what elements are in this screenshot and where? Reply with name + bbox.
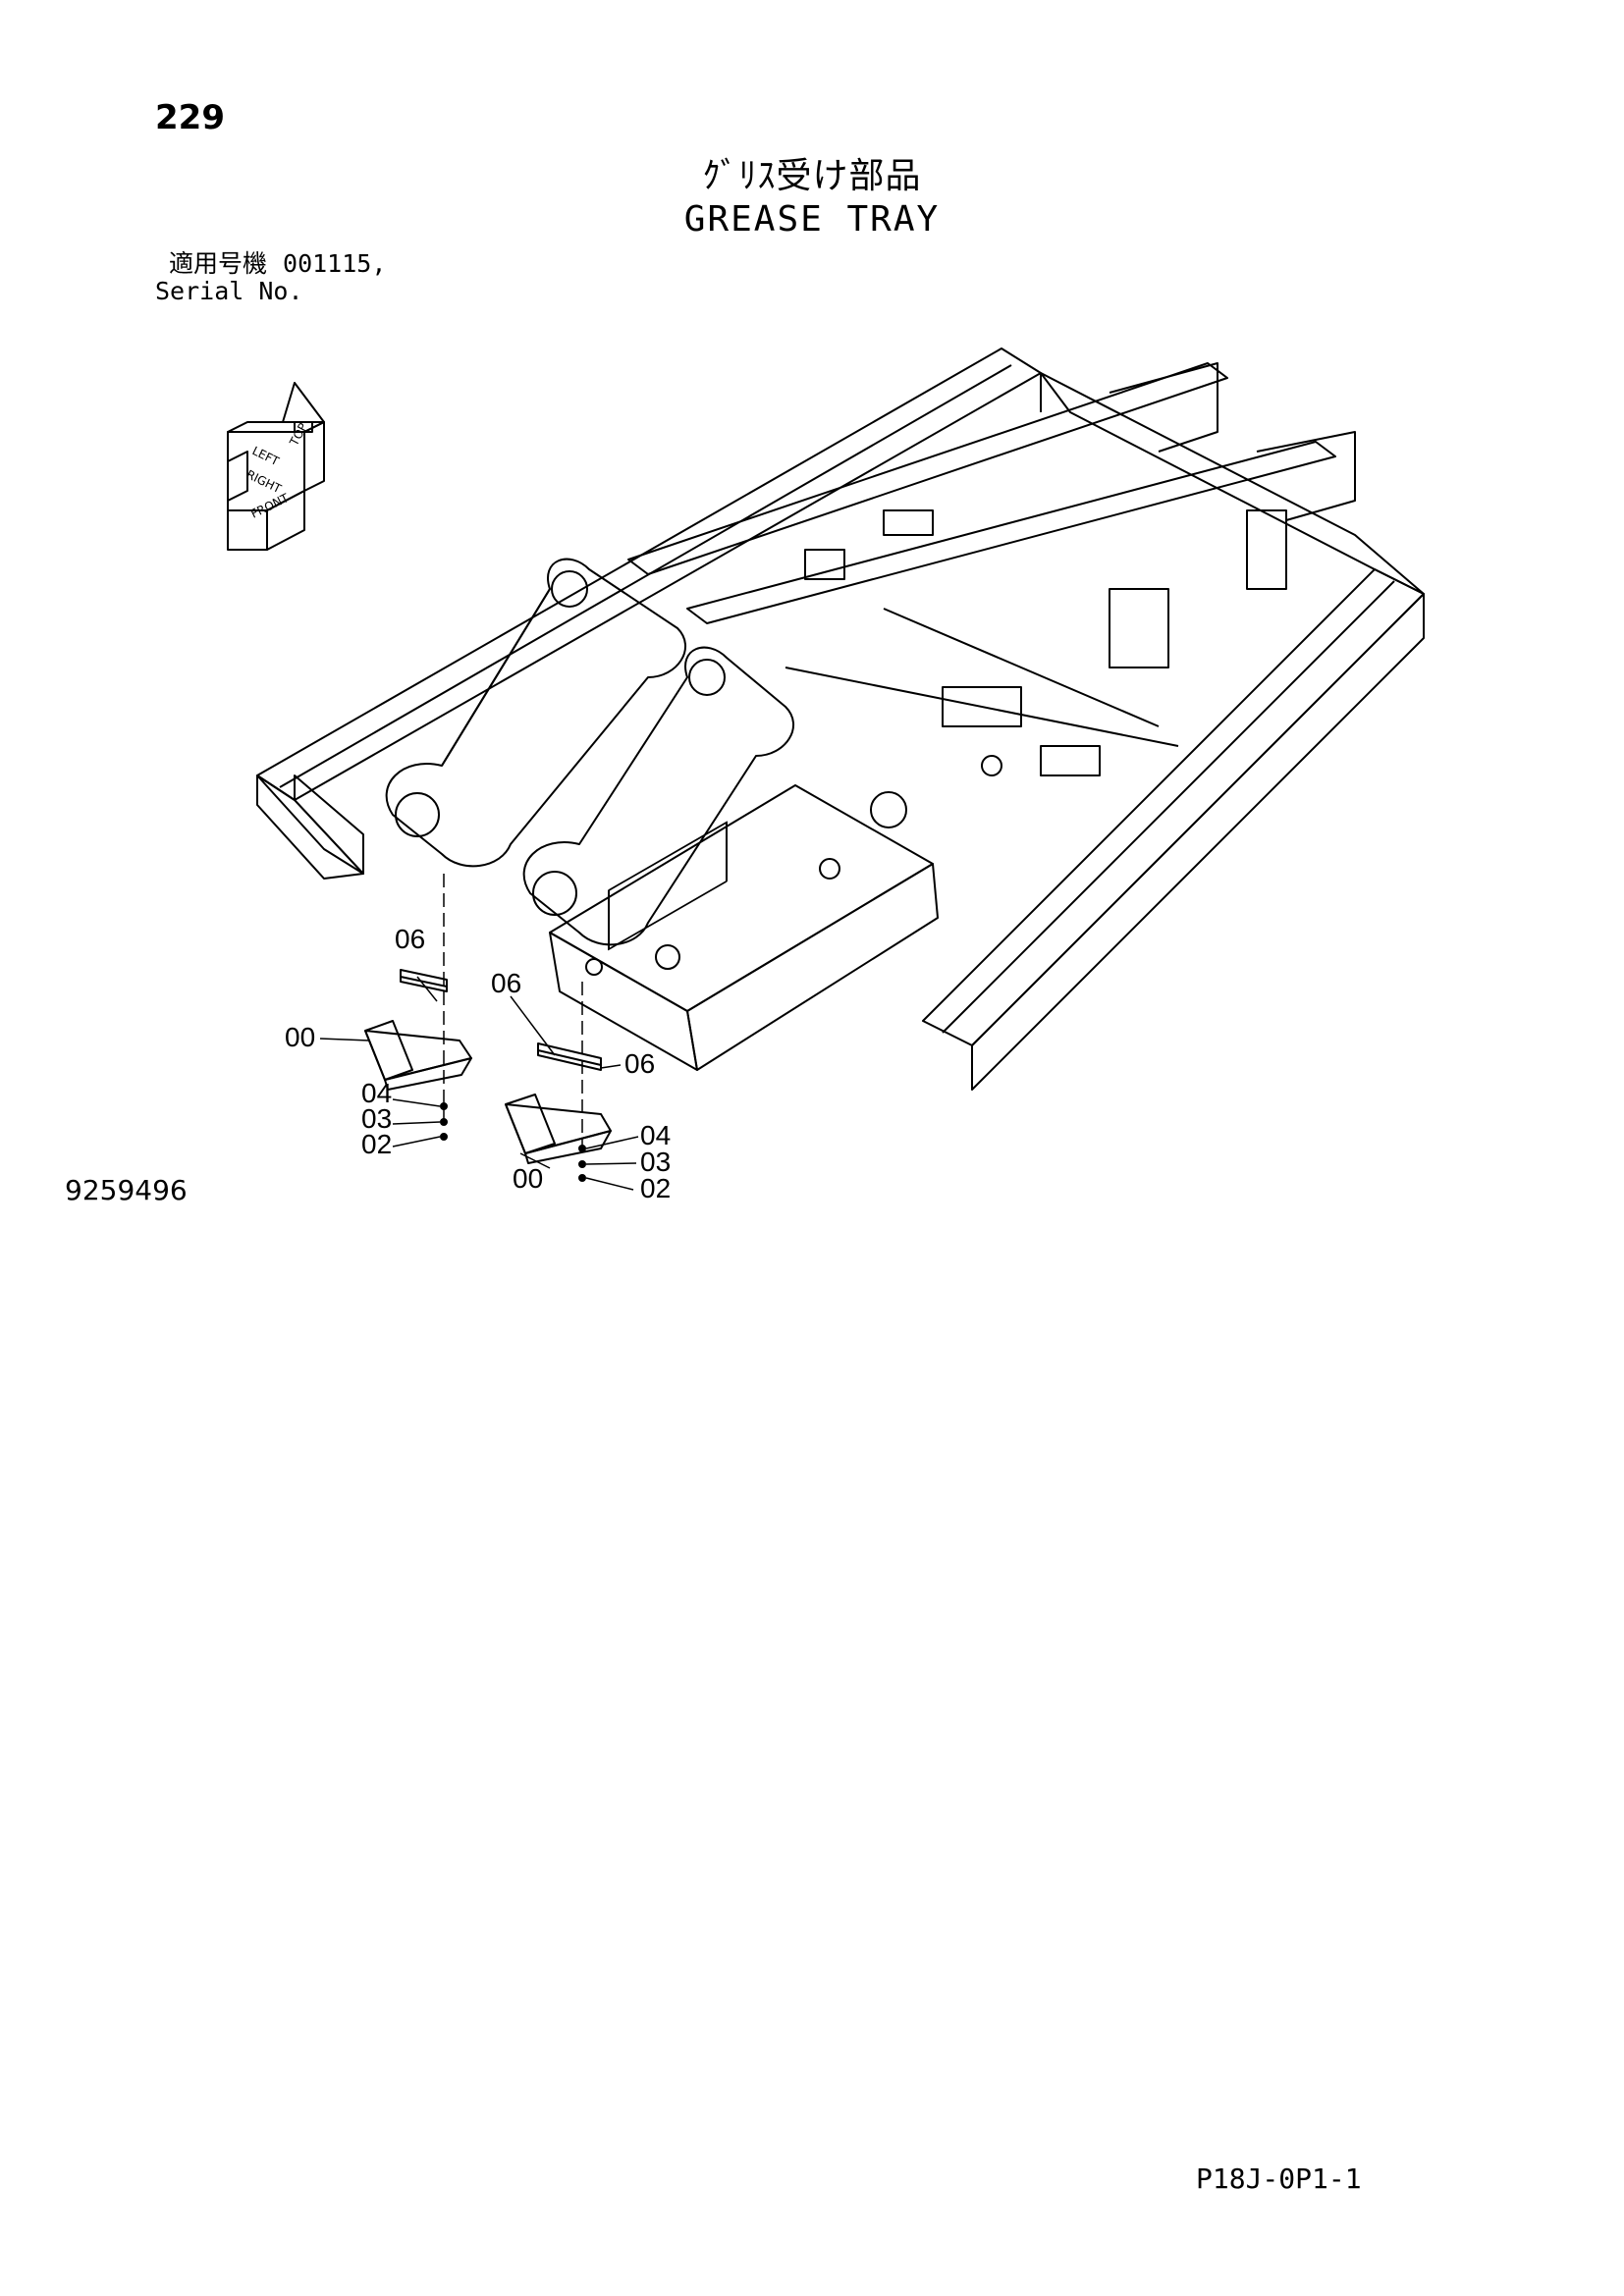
callout-02-left: 02	[361, 1129, 392, 1159]
grease-tray-right	[505, 1042, 612, 1182]
page-title-english: GREASE TRAY	[683, 199, 941, 240]
callout-06-left-bracket: 06	[395, 924, 425, 954]
drawing-number: 9259496	[65, 1174, 188, 1206]
boom-bracket-right	[522, 646, 795, 946]
grease-tray-left	[364, 969, 472, 1141]
callout-04-left: 04	[361, 1078, 392, 1108]
cube-top-label: TOP	[287, 421, 310, 450]
frame-rear-crossmember	[1040, 372, 1425, 595]
cube-front-label: FRONT	[248, 491, 292, 521]
page-number: 229	[155, 98, 225, 137]
serial-value: 001115,	[283, 249, 387, 278]
frame-right-rail	[922, 568, 1425, 1091]
callout-06-right-bracket-lower: 06	[624, 1048, 655, 1079]
callout-00-left-tray: 00	[285, 1022, 315, 1052]
orientation-cube-icon: TOP LEFT RIGHT FRONT	[227, 382, 325, 551]
serial-label-japanese: 適用号機	[169, 249, 268, 278]
callout-06-right-bracket-upper: 06	[491, 968, 521, 998]
frame-interior-details	[804, 509, 1101, 828]
explosion-guide-lines	[443, 874, 583, 1153]
callout-00-right-tray: 00	[513, 1163, 543, 1194]
boom-bracket-left	[385, 558, 687, 868]
page-title-japanese: ｸﾞﾘｽ受け部品	[702, 156, 922, 196]
callout-03-left: 03	[361, 1103, 392, 1134]
serial-info: 適用号機 001115, Serial No.	[155, 250, 386, 305]
frame-left-rail	[256, 347, 1042, 880]
frame-front-block	[549, 784, 939, 1071]
callout-03-right: 03	[640, 1147, 671, 1177]
cube-left-label: LEFT	[250, 444, 282, 468]
serial-label-english: Serial No.	[155, 277, 303, 305]
callout-04-right: 04	[640, 1120, 671, 1150]
cube-right-label: RIGHT	[244, 467, 284, 496]
frame-rear-beams	[627, 362, 1356, 747]
callout-02-right: 02	[640, 1173, 671, 1203]
callout-leader-lines	[319, 976, 639, 1191]
page-code: P18J-0P1-1	[1196, 2163, 1362, 2195]
